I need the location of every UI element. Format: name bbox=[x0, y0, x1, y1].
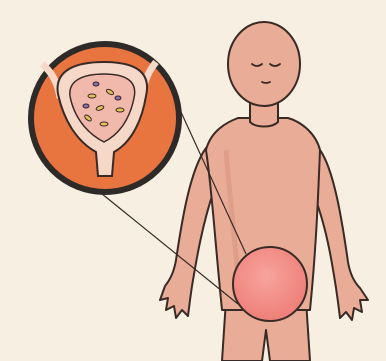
bacterium-icon bbox=[93, 82, 99, 86]
bacterium-icon bbox=[100, 122, 108, 126]
bladder-inset bbox=[31, 44, 179, 192]
bacterium-icon bbox=[115, 96, 121, 100]
bacterium-icon bbox=[83, 104, 89, 108]
bacterium-icon bbox=[88, 94, 96, 98]
bladder-highlight-circle bbox=[233, 247, 307, 321]
head bbox=[228, 22, 300, 106]
bacterium-icon bbox=[116, 108, 124, 112]
mouth bbox=[262, 82, 270, 83]
